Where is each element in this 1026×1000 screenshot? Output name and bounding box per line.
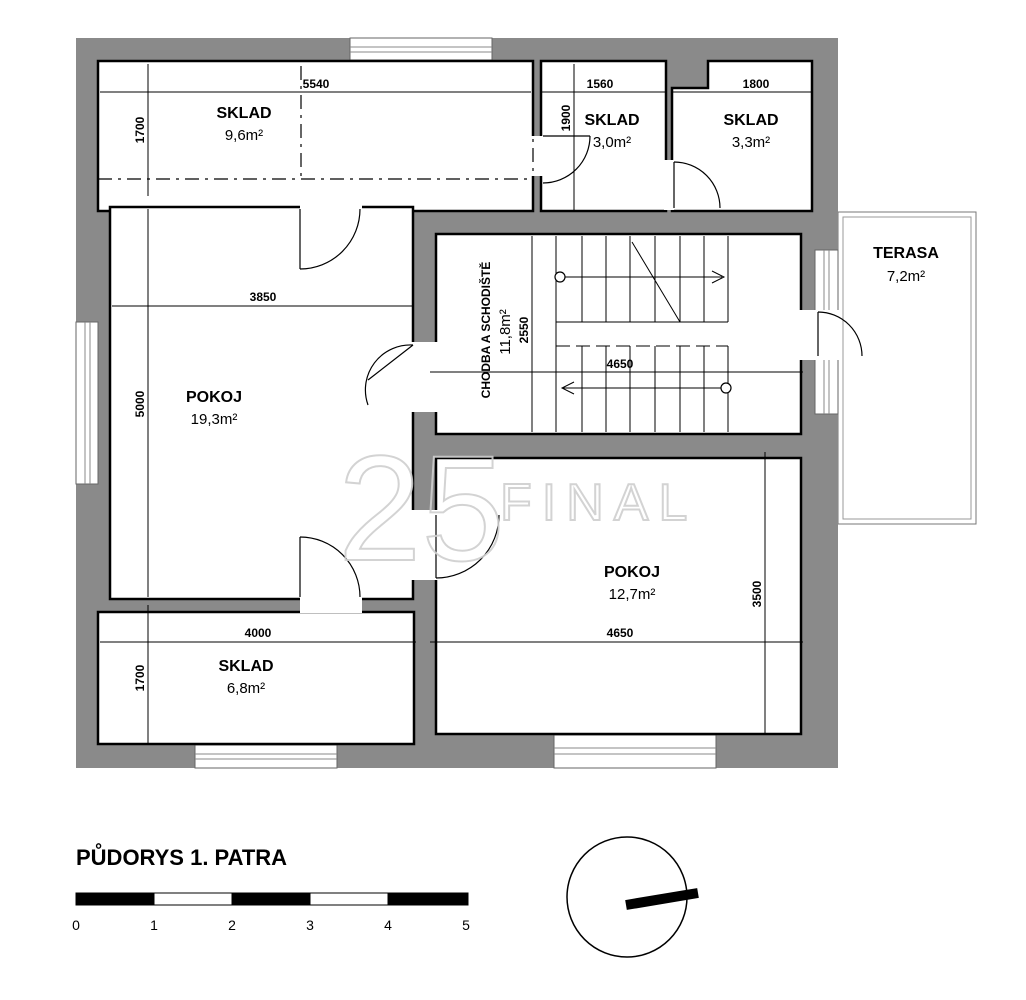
scale-tick-3: 3 (306, 917, 314, 933)
dimension-lines (100, 64, 812, 744)
room-name-pokoj-right: POKOJ (604, 564, 660, 581)
dim-sklad-top-left-height: 1700 (133, 116, 147, 143)
scale-tick-1: 1 (150, 917, 158, 933)
scale-bar: 0 1 2 3 4 5 (72, 892, 470, 933)
scale-tick-5: 5 (462, 917, 470, 933)
plan-title: PŮDORYS 1. PATRA (76, 842, 287, 870)
watermark-word: FINAL (500, 474, 697, 532)
room-area-pokoj-right: 12,7m² (609, 586, 656, 603)
room-area-terasa: 7,2m² (887, 268, 925, 285)
terrace (837, 211, 977, 525)
dim-pokoj-right-width: 4650 (607, 626, 634, 640)
door-openings (300, 136, 839, 613)
watermark: 25 FINAL (337, 423, 697, 593)
dim-pokoj-left-width: 3850 (250, 290, 277, 304)
room-name-terasa: TERASA (873, 245, 939, 262)
room-area-pokoj-left: 19,3m² (191, 411, 238, 428)
room-area-sklad-top-left: 9,6m² (225, 127, 263, 144)
room-area-sklad-top-right: 3,3m² (732, 134, 770, 151)
watermark-number: 25 (338, 424, 505, 592)
dim-sklad-top-mid-height: 1900 (559, 104, 573, 131)
room-name-chodba: CHODBA A SCHODIŠTĚ (478, 262, 493, 399)
room-name-sklad-bottom: SKLAD (218, 658, 273, 675)
room-area-sklad-bottom: 6,8m² (227, 680, 265, 697)
dim-chodba-height: 2550 (517, 316, 531, 343)
dim-sklad-top-right-width: 1800 (743, 77, 770, 91)
dim-pokoj-left-height: 5000 (133, 390, 147, 417)
scale-tick-0: 0 (72, 917, 80, 933)
dim-sklad-bottom-width: 4000 (245, 626, 272, 640)
room-name-pokoj-left: POKOJ (186, 389, 242, 406)
dim-pokoj-right-height: 3500 (750, 580, 764, 607)
staircase (531, 236, 732, 432)
dim-sklad-top-mid-width: 1560 (587, 77, 614, 91)
scale-tick-2: 2 (228, 917, 236, 933)
dim-sklad-bottom-height: 1700 (133, 664, 147, 691)
scale-tick-4: 4 (384, 917, 392, 933)
room-name-sklad-top-mid: SKLAD (584, 112, 639, 129)
room-area-sklad-top-mid: 3,0m² (593, 134, 631, 151)
dim-chodba-width: 4650 (607, 357, 634, 371)
dim-sklad-top-left-width: 5540 (303, 77, 330, 91)
room-labels: SKLAD 9,6m² 5540 1700 SKLAD 3,0m² 1560 1… (133, 77, 939, 697)
room-name-sklad-top-left: SKLAD (216, 105, 271, 122)
north-arrow-icon (566, 836, 699, 958)
room-name-sklad-top-right: SKLAD (723, 112, 778, 129)
room-area-chodba: 11,8m² (497, 309, 514, 355)
room-outlines (96, 59, 814, 746)
doors (299, 135, 863, 598)
projection-lines (98, 66, 534, 180)
